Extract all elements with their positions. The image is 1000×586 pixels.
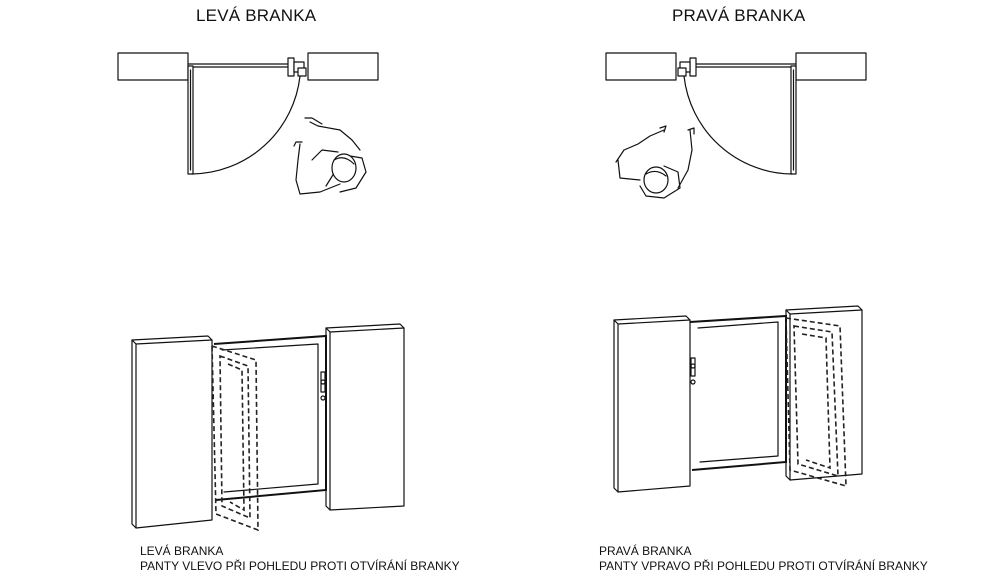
right-persp-pillar-right (785, 305, 863, 481)
left-plan-view (117, 52, 379, 195)
left-plan-swing-arc (191, 75, 301, 175)
right-caption-description: PANTY VPRAVO PŘI POHLEDU PROTI OTVÍRÁNÍ … (599, 559, 928, 573)
left-persp-pillar-left (131, 335, 213, 529)
left-persp-gate-frame (213, 334, 327, 501)
left-caption-description: PANTY VLEVO PŘI POHLEDU PROTI OTVÍRÁNÍ B… (140, 559, 460, 573)
left-plan-person-figure (293, 117, 367, 195)
right-persp-open-leaf (785, 317, 847, 488)
right-persp-pillar-left (613, 315, 691, 493)
right-plan-pillar-left (605, 52, 677, 81)
left-plan-pillar-right (307, 52, 379, 81)
right-perspective-view (613, 305, 863, 493)
left-persp-open-leaf (211, 344, 259, 532)
left-gate-title: LEVÁ BRANKA (196, 6, 317, 25)
right-plan-view (605, 52, 867, 199)
right-gate-title: PRAVÁ BRANKA (672, 6, 806, 25)
right-plan-pillar-right (795, 52, 867, 81)
right-persp-gate-frame (689, 314, 787, 471)
left-perspective-view (131, 323, 405, 532)
left-caption: LEVÁ BRANKA PANTY VLEVO PŘI POHLEDU PROT… (140, 544, 460, 574)
right-caption: PRAVÁ BRANKA PANTY VPRAVO PŘI POHLEDU PR… (599, 544, 928, 574)
left-caption-title: LEVÁ BRANKA (140, 544, 224, 558)
right-caption-title: PRAVÁ BRANKA (599, 544, 692, 558)
right-plan-swing-arc (683, 75, 793, 175)
right-plan-person-figure (615, 125, 695, 199)
left-plan-pillar-left (117, 52, 189, 81)
left-persp-pillar-right (325, 323, 405, 511)
